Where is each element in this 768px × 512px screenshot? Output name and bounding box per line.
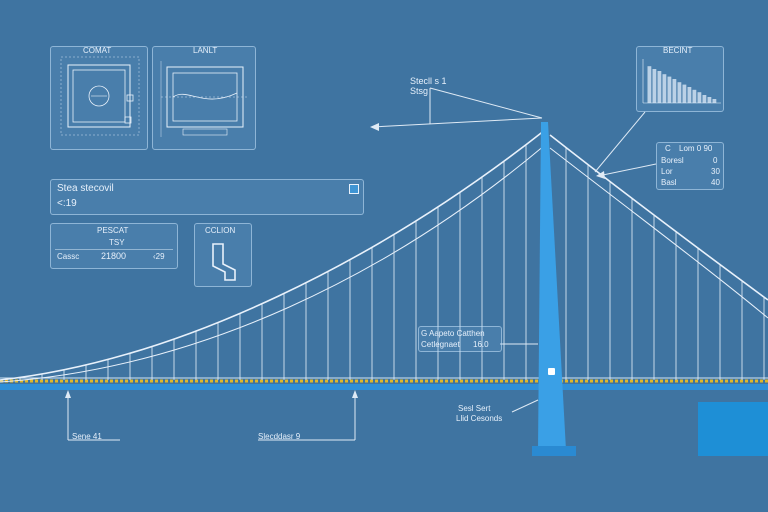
table-row-3-left: Basl [661,178,677,187]
table-row-1-left: Boresl [661,156,684,165]
percent-box-row-label: Cassc [57,252,80,261]
bottom-left-label: Sene 41 [72,432,102,441]
left-dimension-arrow [65,390,71,398]
tower-base [532,446,576,456]
table-row-2-left: Lor [661,167,673,176]
bracket-shape-icon [212,243,236,281]
info-bar-title: Stea stecovil [57,183,114,194]
percent-box-row-extra: ‹29 [153,252,165,261]
section-detail-drawing [60,56,140,136]
clon-box-title: CCLION [205,226,236,235]
histogram-bar [692,89,697,103]
table-header-left: C [665,144,671,153]
left-detail-title: COMAT [83,46,112,55]
mid-callout-line1: G Aapeto Catthen [421,329,485,338]
tower-label-line1: Sesl Sert [458,404,491,413]
histogram-bar [672,79,677,103]
top-callout-arrowhead [370,123,379,131]
histogram-bar [657,71,662,103]
left-main-cable-upper [0,129,546,381]
histogram-bar [707,97,712,103]
joint-detail-drawing [160,61,249,137]
table-row-1-right: 0 [713,156,718,165]
small-table-panel: C Lom 0 90 Boresl 0 Lor 30 Basl 40 [656,142,724,190]
info-bar: Stea stecovil <:19 [50,179,364,215]
mid-callout: G Aapeto Catthen Cetlegnaet 16.0 [418,326,502,352]
top-callout-line2: Stsg [410,86,429,96]
right-detail-title: LANLT [193,46,218,55]
histogram-title: BECINT [663,46,693,55]
histogram-bar [687,87,692,103]
histogram-bar [647,66,652,103]
histogram-bar [652,69,657,103]
right-detail-panel: LANLT [152,46,256,150]
top-callout-line1: Stecll s 1 [410,76,447,86]
tower-callout-leader [511,399,539,413]
mid-callout-line2-value: 16.0 [473,340,489,349]
percent-box-divider [55,249,173,250]
table-leader-arrowhead [596,171,605,179]
percent-box-sub: TSY [109,238,125,247]
ground-block [698,402,768,456]
top-callout-leader [371,117,543,128]
histogram-chart [642,59,721,104]
histogram-leader [594,111,646,173]
left-main-cable-lower [0,144,546,383]
percent-box-row-value: 21800 [101,251,127,261]
percent-box-title: PESCAT [97,226,129,235]
percent-box: PESCAT TSY Cassc 21800 ‹29 [50,223,178,269]
table-leader [597,163,657,177]
square-icon[interactable] [349,184,359,194]
mid-dimension-arrow [352,390,358,398]
histogram-bar [677,82,682,103]
bridge-tower [538,122,566,450]
tower-marker [548,368,555,375]
histogram-bar [697,92,702,103]
histogram-bar [702,95,707,103]
table-row-2-right: 30 [711,167,720,176]
clon-box: CCLION [194,223,252,287]
left-detail-panel: COMAT [50,46,148,150]
histogram-bar [667,76,672,103]
table-header-right: Lom 0 90 [679,144,713,153]
right-main-cable [549,134,768,301]
bridge-deck [0,384,768,390]
table-row-3-right: 40 [711,178,720,187]
info-bar-value: <:19 [57,198,77,209]
histogram-bar [712,99,717,103]
bottom-mid-label: Slecddasr 9 [258,432,301,441]
top-callout-pointer [429,87,543,119]
histogram-bar [662,74,667,103]
tower-label-line2: Llid Cesonds [456,414,503,423]
histogram-panel: BECINT [636,46,724,112]
right-main-cable-lower [549,147,768,319]
histogram-bar [682,84,687,103]
mid-callout-line2-label: Cetlegnaet [421,340,460,349]
